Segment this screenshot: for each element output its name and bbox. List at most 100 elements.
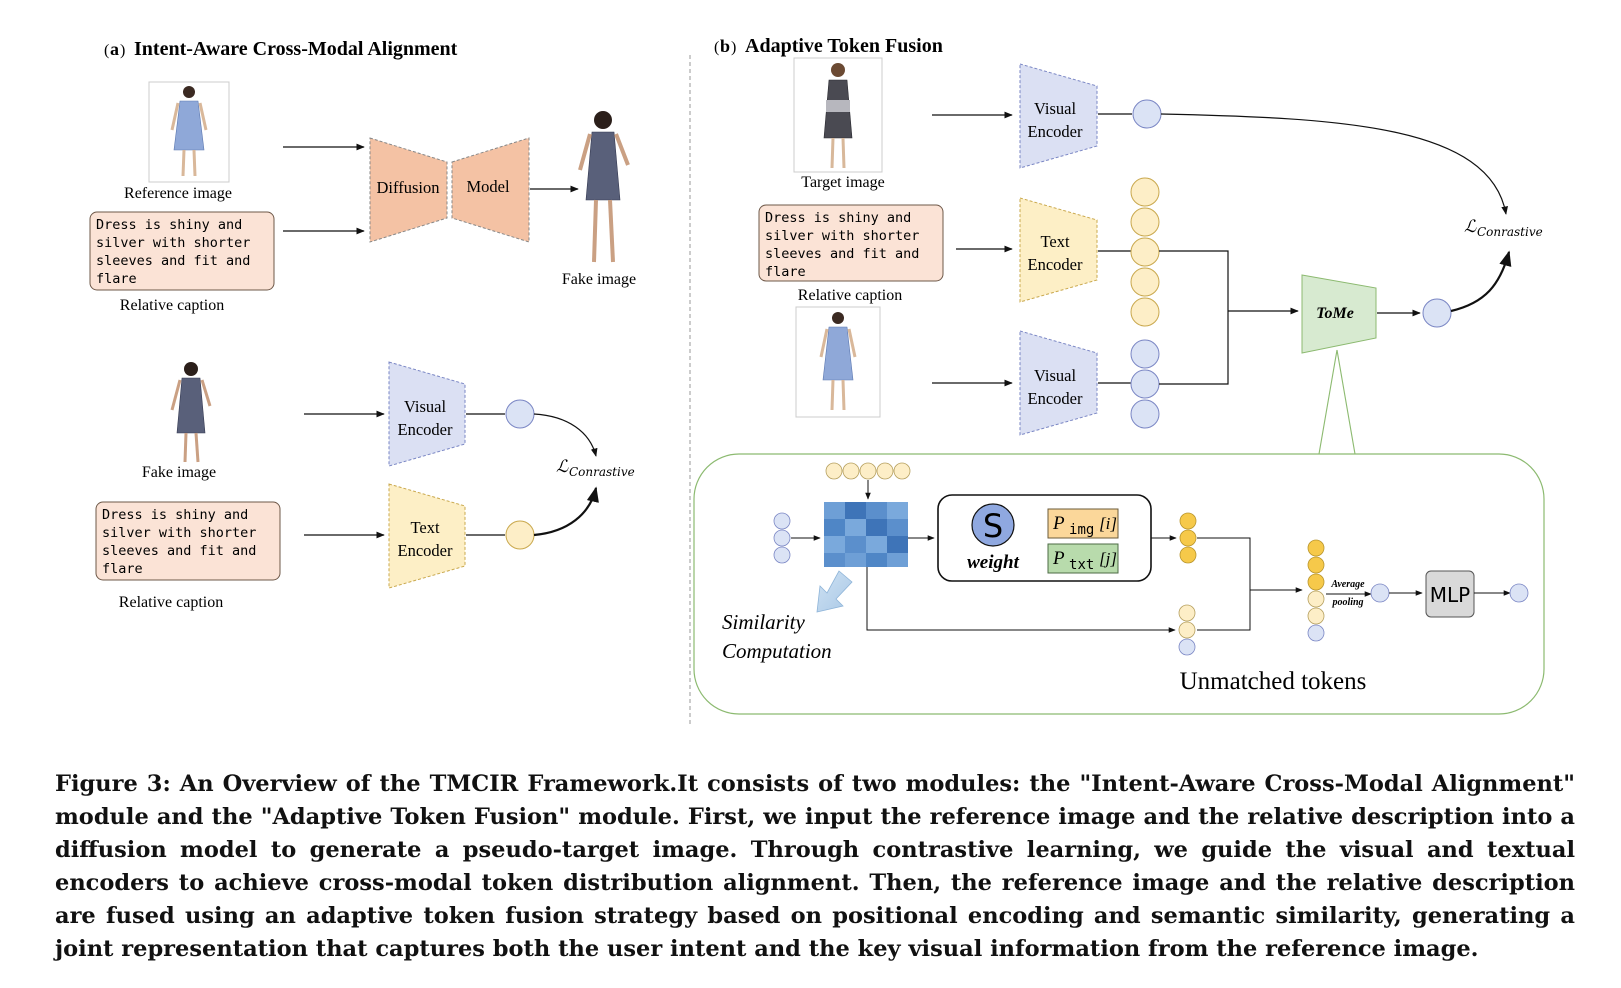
p-img-text: P img [i]: [1052, 513, 1117, 539]
model-label: Model: [466, 177, 509, 196]
text-token: [1130, 297, 1160, 327]
relative-caption-label-2: Relative caption: [119, 594, 223, 611]
visual-encoder-b-bottom-shape: [1019, 330, 1098, 436]
panel-a-tag-close: ): [120, 42, 125, 59]
panel-a-tag-open: (: [104, 42, 109, 59]
panel-b: ( b ) Adaptive Token Fusion Target image…: [693, 35, 1545, 715]
zoom-line-left: [1318, 349, 1338, 455]
text-token-a: [505, 520, 535, 550]
mlp-block: [1425, 570, 1475, 618]
text-token-stack: [1130, 177, 1160, 327]
p-img-box: [1047, 508, 1119, 539]
weight-label: weight: [967, 552, 1019, 573]
arrow-visual-to-loss: [533, 413, 598, 457]
similarity-label-1: Similarity: [722, 610, 806, 634]
text-encoder-b-line1: Text: [1040, 232, 1070, 251]
visual-token-a: [505, 399, 535, 429]
avg-pool-label-1: Average: [1330, 579, 1365, 590]
pooled-token: [1370, 583, 1390, 603]
unmatched-tokens: [1178, 604, 1196, 656]
panel-b-tag-open: (: [714, 39, 719, 56]
combined-tokens: [1307, 539, 1325, 642]
diffusion-decoder-shape: [451, 137, 530, 243]
arrow-target-to-loss: [1160, 113, 1508, 215]
visual-encoder-b-top-shape: [1019, 63, 1098, 169]
figure-caption-label: Figure 3:: [55, 771, 171, 797]
tome-detail-panel: [693, 453, 1545, 715]
loss-b-symbol: ℒ: [1464, 217, 1477, 237]
visual-encoder-b-top-line1: Visual: [1034, 99, 1077, 118]
fake-image-top: [578, 111, 630, 263]
avg-pool-label-2: pooling: [1331, 597, 1363, 608]
matched-tokens: [1179, 512, 1197, 564]
panel-a-tag: a: [110, 39, 119, 59]
text-encoder-a-line2: Encoder: [398, 541, 453, 560]
tome-label: ToMe: [1316, 305, 1354, 322]
target-token: [1132, 99, 1162, 129]
s-icon: [971, 503, 1015, 547]
panel-a-title: Intent-Aware Cross-Modal Alignment: [134, 38, 458, 60]
visual-token: [1130, 369, 1160, 399]
similarity-arrow-icon: [816, 570, 853, 613]
arrow-matrix-to-unmatched: [866, 567, 1176, 633]
tome-block: [1301, 274, 1377, 354]
panel-b-tag: b: [720, 36, 730, 56]
visual-encoder-a-shape: [388, 361, 466, 467]
figure-caption-text: An Overview of the TMCIR Framework.It co…: [55, 771, 1576, 962]
relative-caption-box-2: [95, 501, 281, 581]
visual-encoder-b-bottom-line1: Visual: [1034, 366, 1077, 385]
fused-token: [1422, 298, 1452, 328]
fake-image-bottom: [170, 362, 212, 463]
visual-token: [1130, 339, 1160, 369]
visual-encoder-b-bottom-line2: Encoder: [1028, 389, 1083, 408]
zoom-line-right: [1336, 349, 1356, 455]
relative-caption-box: [89, 211, 275, 291]
merge-matched-unmatched: [1197, 537, 1251, 631]
target-image: [793, 57, 883, 173]
text-token: [1130, 177, 1160, 207]
panel-b-tag-close: ): [731, 39, 736, 56]
diffusion-encoder-shape: [369, 137, 448, 243]
relative-caption-box-b: [758, 204, 944, 282]
arrow-fused-to-loss: [1450, 250, 1512, 313]
text-token: [1130, 237, 1160, 267]
reference-image-b: [795, 306, 881, 418]
mlp-label: MLP: [1430, 583, 1470, 607]
unmatched-tokens-label: Unmatched tokens: [1180, 668, 1367, 695]
figure-caption: Figure 3: An Overview of the TMCIR Frame…: [55, 768, 1575, 966]
visual-token: [1130, 399, 1160, 429]
loss-b-subscript: Conrastive: [1477, 225, 1543, 239]
panel-b-title: Adaptive Token Fusion: [745, 35, 943, 57]
panel-a: ( a ) Intent-Aware Cross-Modal Alignment…: [89, 38, 636, 611]
text-encoder-a-line1: Text: [410, 518, 440, 537]
framework-diagram: ( a ) Intent-Aware Cross-Modal Alignment…: [89, 35, 1545, 725]
similarity-label-2: Computation: [722, 639, 832, 663]
fake-image-label-top: Fake image: [562, 271, 636, 288]
visual-token-stack: [1130, 339, 1160, 429]
relative-caption-text: Dress is shiny and silver with shorter s…: [96, 217, 259, 287]
diffusion-label: Diffusion: [377, 178, 440, 197]
reference-image-label: Reference image: [124, 185, 232, 202]
relative-caption-text-b: Dress is shiny and silver with shorter s…: [765, 210, 928, 280]
detail-top-tokens: [825, 462, 911, 480]
text-encoder-b-line2: Encoder: [1028, 255, 1083, 274]
p-txt-text: P txt [j]: [1052, 548, 1117, 574]
loss-a-symbol: ℒ: [556, 457, 569, 477]
relative-caption-label: Relative caption: [120, 297, 224, 314]
arrow-text-to-loss: [533, 486, 599, 537]
loss-a-subscript: Conrastive: [569, 465, 635, 479]
similarity-matrix: [824, 502, 908, 567]
s-label: S: [983, 507, 1003, 545]
text-encoder-a-shape: [388, 483, 466, 589]
reference-image: [148, 81, 230, 183]
merge-lines: [1159, 250, 1229, 385]
text-encoder-b-shape: [1019, 197, 1098, 303]
text-token: [1130, 207, 1160, 237]
text-token: [1130, 267, 1160, 297]
visual-encoder-b-top-line2: Encoder: [1028, 122, 1083, 141]
output-token: [1509, 583, 1529, 603]
detail-left-tokens: [773, 512, 791, 564]
p-txt-box: [1047, 543, 1119, 574]
relative-caption-text-2: Dress is shiny and silver with shorter s…: [102, 507, 265, 577]
visual-encoder-a-line2: Encoder: [398, 420, 453, 439]
